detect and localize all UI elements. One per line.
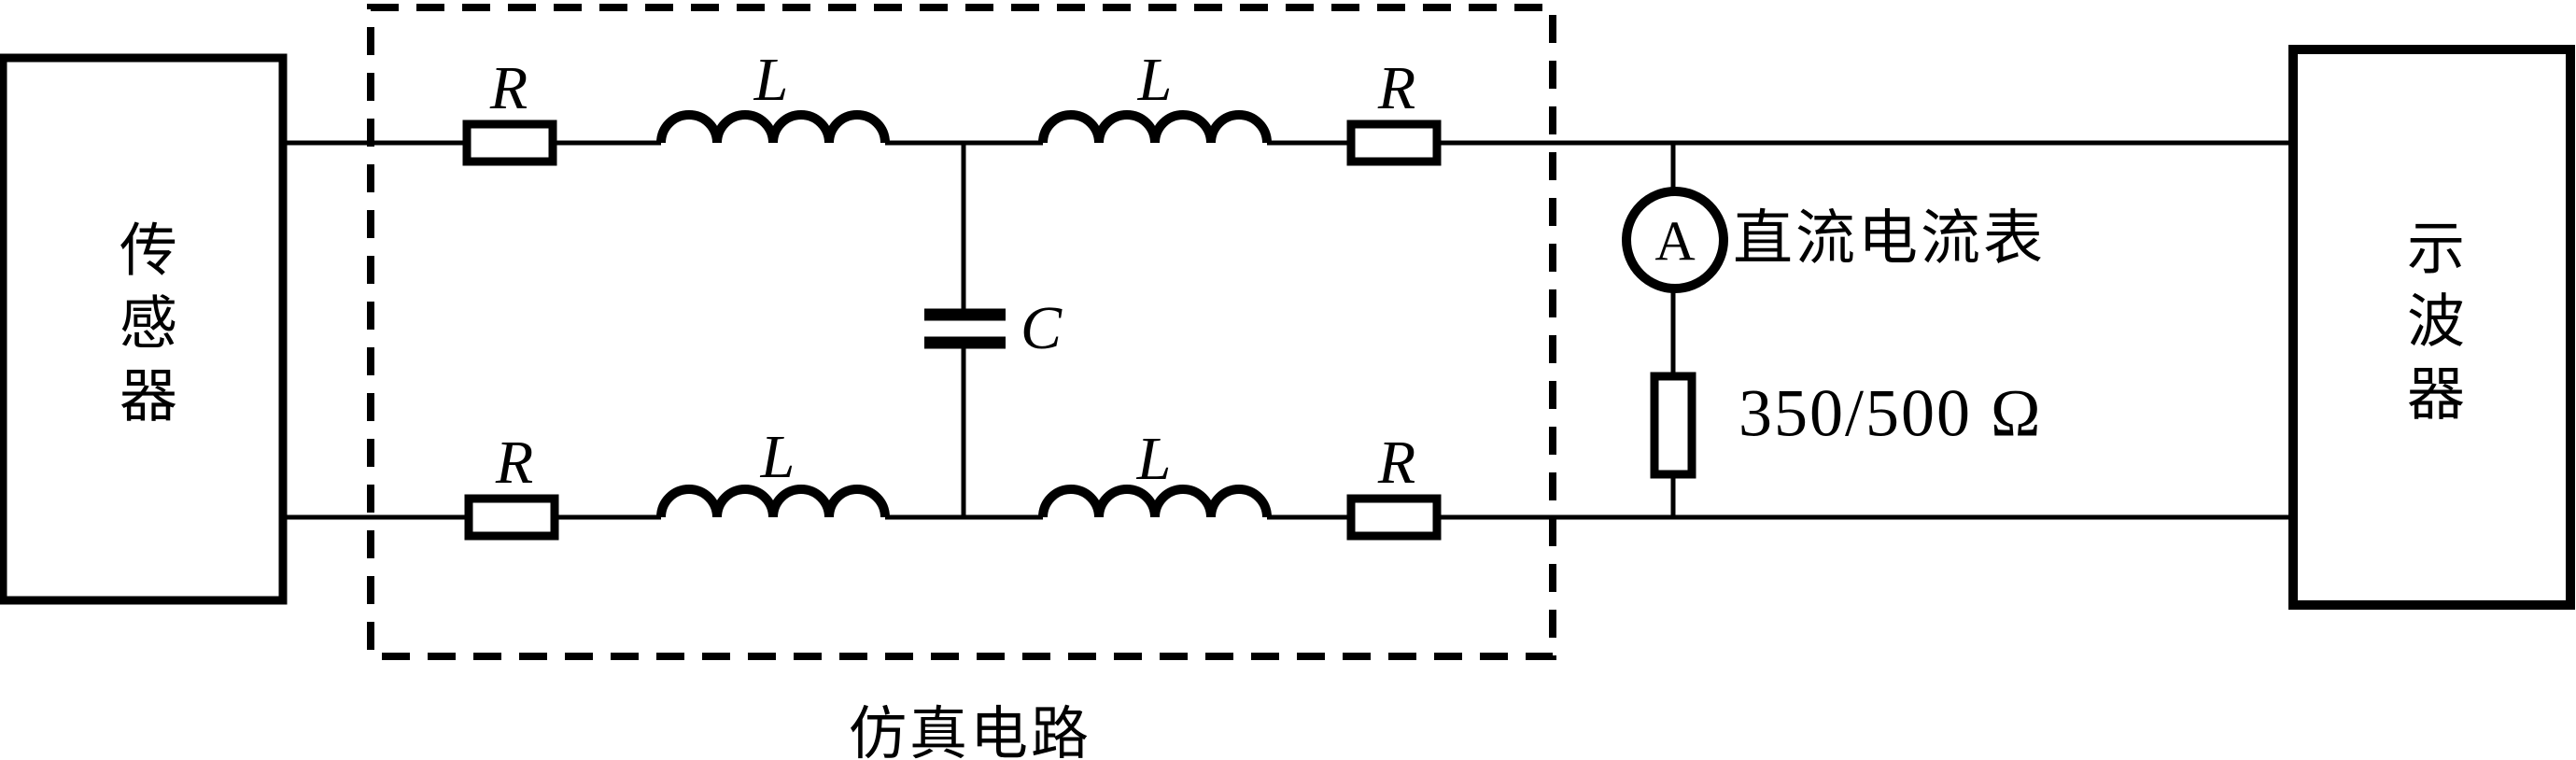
resistor-bottom-right-label: R (1377, 429, 1416, 497)
inductor-top-left-symbol (656, 110, 890, 144)
inductor-top-right-label: L (1137, 46, 1173, 114)
resistor-top-right-label: R (1377, 54, 1416, 122)
inductor-bottom-left-symbol (656, 485, 890, 518)
simulation-circuit-dashed-boundary (367, 4, 1556, 660)
sensor-block-outline (0, 53, 288, 605)
shunt-resistor-symbol (1650, 372, 1696, 479)
resistor-top-left-label: R (489, 54, 528, 122)
simulation-circuit-caption: 仿真电路 (848, 702, 1092, 760)
resistor-bottom-left-label: R (495, 429, 534, 497)
sensor-block-label: 传感器 (110, 219, 175, 438)
resistor-top-right-symbol (1346, 120, 1442, 166)
ammeter-caption: 直流电流表 (1733, 204, 2046, 272)
oscilloscope-block-label: 示波器 (2398, 218, 2462, 436)
ammeter-branch (1622, 143, 1728, 517)
ammeter-letter: A (1654, 210, 1696, 273)
resistor-bottom-left-symbol (464, 494, 559, 541)
inductor-top-left-label: L (753, 46, 789, 114)
oscilloscope-block-outline (2288, 45, 2575, 610)
resistor-bottom-right-symbol (1346, 494, 1442, 541)
capacitor-branch (924, 143, 1006, 517)
inductor-bottom-left-label: L (760, 423, 795, 491)
inductor-bottom-right-label: L (1136, 425, 1172, 493)
resistor-top-left-symbol (462, 120, 557, 166)
capacitor-label: C (1020, 294, 1063, 362)
inductor-bottom-right-symbol (1038, 485, 1272, 518)
shunt-resistor-value: 350/500 Ω (1738, 375, 2043, 451)
inductor-top-right-symbol (1038, 110, 1272, 144)
